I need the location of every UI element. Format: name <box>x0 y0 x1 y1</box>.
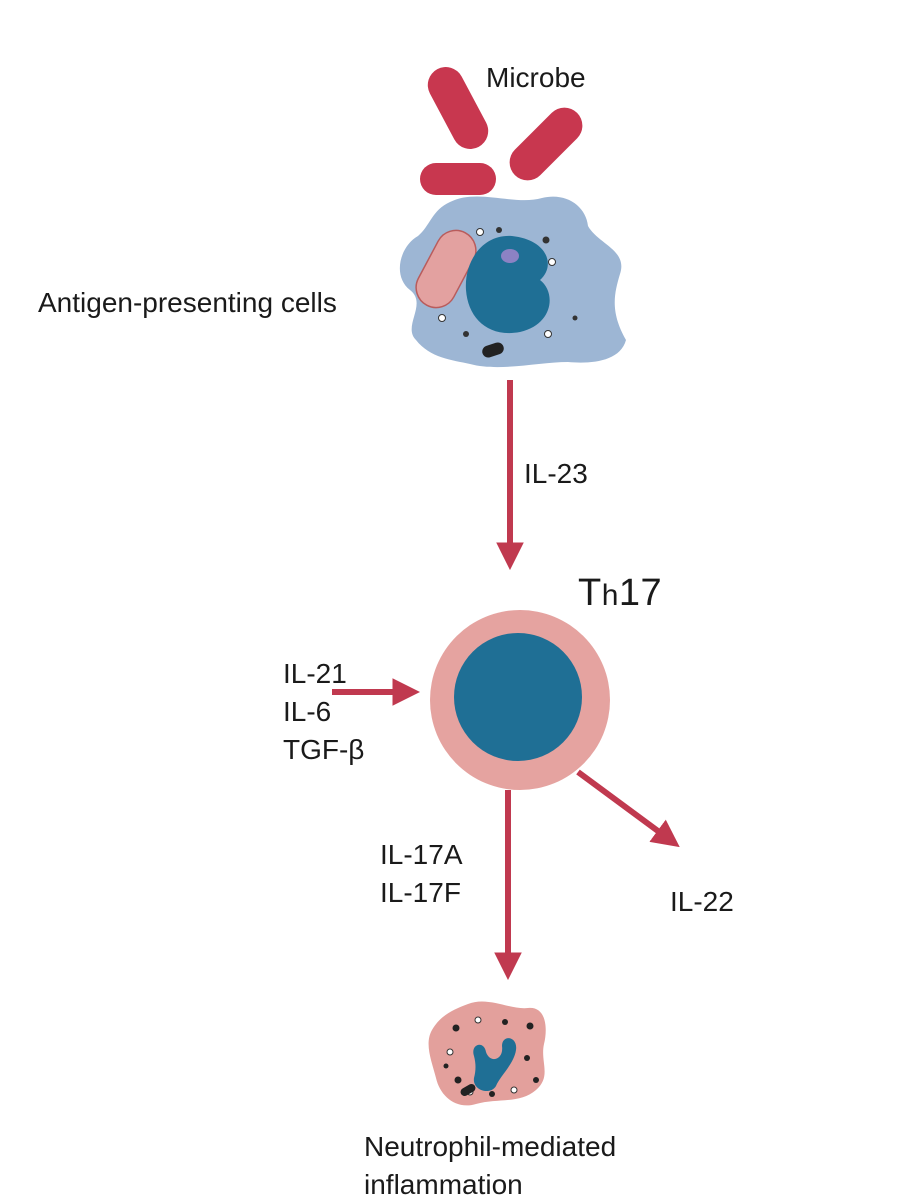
il23-label: IL-23 <box>524 458 588 489</box>
neutrophil-inflammation-label: Neutrophil-mediated inflammation <box>364 1128 616 1200</box>
th17-label-prefix: T <box>578 572 602 614</box>
th17-label-sub: h <box>601 579 619 612</box>
il17f-label: IL-17F <box>380 876 461 908</box>
th17-cell-icon <box>430 610 610 790</box>
th17-label-suffix: 17 <box>618 572 663 614</box>
neutrophil-label-line1: Neutrophil-mediated <box>364 1131 617 1162</box>
antigen-presenting-cell-icon <box>399 196 626 368</box>
il17a-label: IL-17A <box>380 839 463 870</box>
il17-label: IL-17A IL-17F <box>380 836 463 912</box>
cytokine-tgf-beta-label: TGF-β <box>283 733 365 765</box>
neutrophil-label-line2: inflammation <box>364 1168 523 1200</box>
antigen-presenting-cells-label: Antigen-presenting cells <box>38 287 337 318</box>
cytokine-il6-label: IL-6 <box>283 695 332 727</box>
th17-label: Th17 <box>578 570 662 618</box>
cytokine-il21-label: IL-21 <box>283 658 347 689</box>
microbe-label: Microbe <box>486 62 586 93</box>
microbe-icon <box>420 67 583 195</box>
cytokine-inputs-label: IL-21 IL-6 TGF-β <box>283 655 364 768</box>
il22-arrow <box>576 769 680 848</box>
neutrophil-icon <box>428 1001 546 1106</box>
il22-label: IL-22 <box>670 886 734 917</box>
